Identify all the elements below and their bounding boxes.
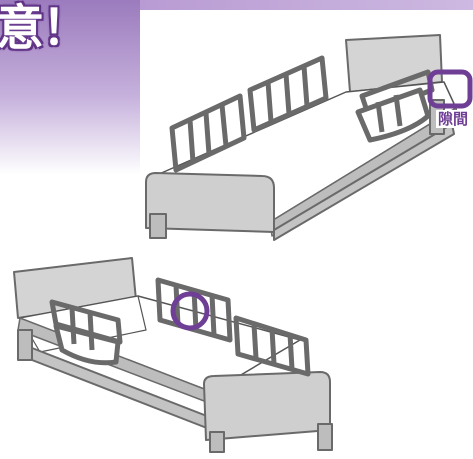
headline-text: 意！: [0, 0, 90, 56]
top-accent-bar: [140, 0, 473, 10]
gap-label: 隙間: [436, 110, 471, 128]
bed-illustration-top: [145, 34, 459, 241]
headline-banner: [0, 0, 140, 175]
bed-illustration-bottom: [13, 257, 333, 453]
gap-highlight-rounded-square: [427, 69, 473, 109]
gap-highlight-circle: [170, 291, 210, 331]
